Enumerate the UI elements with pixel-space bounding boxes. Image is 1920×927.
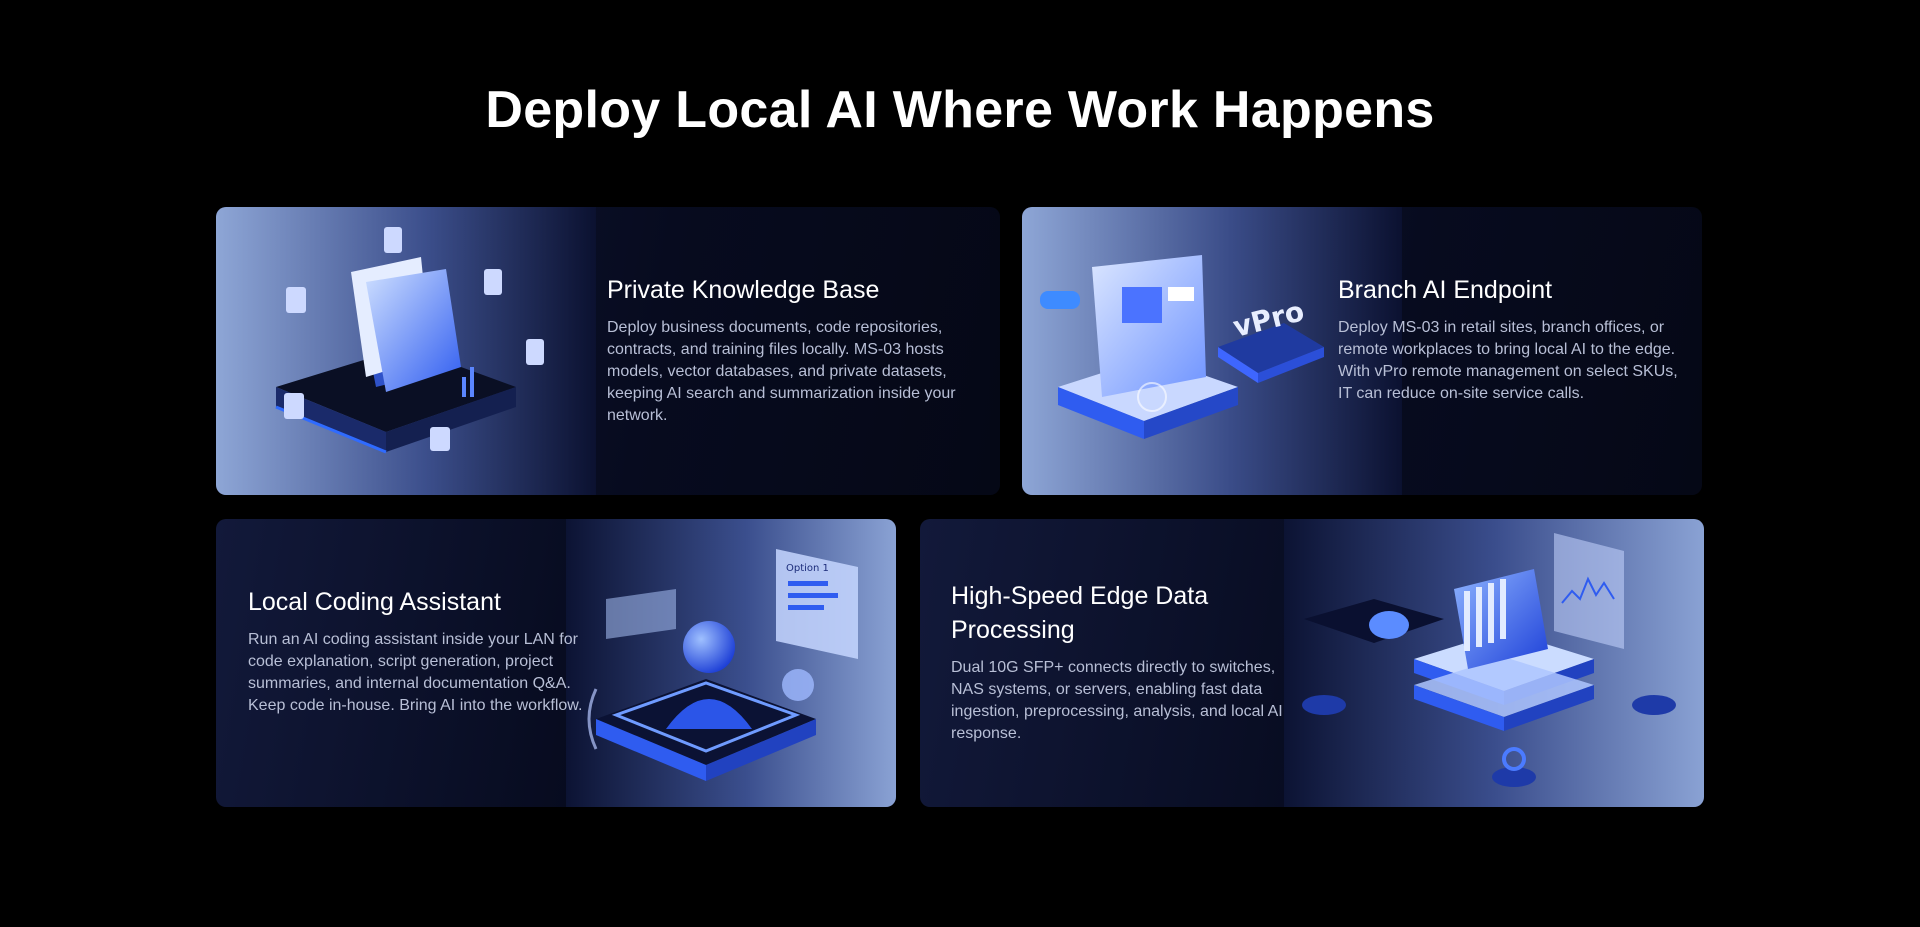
endpoint-device-illustration: vPro <box>1022 207 1402 495</box>
card-text: Private Knowledge Base Deploy business d… <box>607 273 977 427</box>
card-description: Dual 10G SFP+ connects directly to switc… <box>951 659 1283 742</box>
card-description: Deploy business documents, code reposito… <box>607 319 956 424</box>
card-title: High-Speed Edge Data Processing <box>951 582 1209 644</box>
card-title: Local Coding Assistant <box>248 588 501 616</box>
card-title: Branch AI Endpoint <box>1338 276 1553 304</box>
card-title: Private Knowledge Base <box>607 276 880 304</box>
folder-documents-illustration <box>216 207 596 495</box>
coding-assistant-illustration: Option 1 <box>566 519 896 807</box>
card-high-speed-edge-data-processing: High-Speed Edge Data Processing Dual 10G… <box>920 519 1704 807</box>
option-label: Option 1 <box>786 563 829 574</box>
edge-data-server-illustration <box>1284 519 1704 807</box>
card-text: High-Speed Edge Data Processing Dual 10G… <box>951 579 1311 745</box>
card-text: Local Coding Assistant Run an AI coding … <box>248 585 588 717</box>
card-private-knowledge-base: Private Knowledge Base Deploy business d… <box>216 207 1000 495</box>
card-local-coding-assistant: Option 1 Local Coding Assistant Run an A… <box>216 519 896 807</box>
card-description: Run an AI coding assistant inside your L… <box>248 631 583 714</box>
card-text: Branch AI Endpoint Deploy MS-03 in retai… <box>1338 273 1678 405</box>
page-title: Deploy Local AI Where Work Happens <box>485 81 1435 139</box>
card-description: Deploy MS-03 in retail sites, branch off… <box>1338 319 1678 402</box>
card-branch-ai-endpoint: vPro Branch AI Endpoint Deploy MS-03 in … <box>1022 207 1702 495</box>
